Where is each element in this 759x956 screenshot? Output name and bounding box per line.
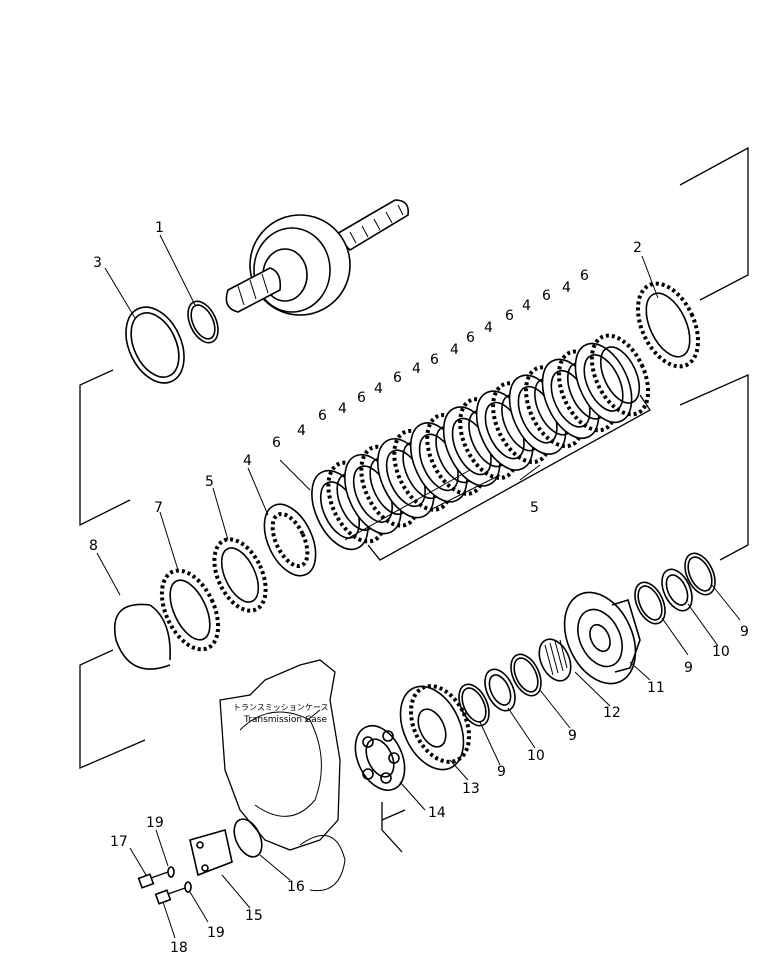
label-part-4: 4 [562,280,571,296]
label-part-6: 6 [318,408,327,424]
label-part-9: 9 [684,660,693,676]
label-part-4: 4 [338,401,347,417]
label-part-11: 11 [647,680,665,696]
part-17-bolt [137,871,169,889]
label-part-16: 16 [287,879,305,895]
label-part-9: 9 [497,764,506,780]
part-4-disc [263,503,317,577]
part-19-washers [167,866,192,893]
part-2-end-plate [635,281,701,369]
label-part-6: 6 [580,268,589,284]
label-part-4: 4 [374,381,383,397]
label-part-5: 5 [205,474,214,490]
part-3-snap-ring [125,306,185,384]
label-part-17: 17 [110,834,128,850]
label-part-6: 6 [272,435,281,451]
part-18-bolt [154,887,186,905]
label-part-3: 3 [93,255,102,271]
clutch-disc-stack [311,333,651,551]
label-part-4: 4 [412,361,421,377]
label-part-2: 2 [633,240,642,256]
label-part-1: 1 [155,220,164,236]
label-part-4: 4 [522,298,531,314]
label-part-19: 19 [146,815,164,831]
part-10-washer-top [661,568,693,612]
label-part-9: 9 [740,624,749,640]
label-part-18: 18 [170,940,188,956]
part-16-o-ring [233,818,263,858]
part-15-cover-plate [189,828,233,877]
part-5-plate [212,537,268,613]
part-9-ring-low [510,653,542,697]
clutch-disc [589,333,651,417]
part-13-gear [399,684,472,771]
part-9-ring-mid [634,581,666,625]
part-12-needle-bearing [538,638,572,682]
label-part-12: 12 [603,705,621,721]
transmission-case-outline [219,659,346,892]
label-part-7: 7 [154,500,163,516]
label-part-4: 4 [297,423,306,439]
label-part-13: 13 [462,781,480,797]
label-part-6: 6 [466,330,475,346]
part-8-snap-ring [114,603,171,670]
case-label-japanese: トランスミッションケース [233,703,328,712]
clutch-disc [574,342,633,424]
label-part-9: 9 [568,728,577,744]
label-part-6: 6 [393,370,402,386]
label-part-10: 10 [527,748,545,764]
transmission-case-label: トランスミッションケース Transmission Case [233,703,328,725]
label-part-19: 19 [207,925,225,941]
label-part-8: 8 [89,538,98,554]
leader-lines [79,146,749,939]
label-part-14: 14 [428,805,446,821]
label-part-10: 10 [712,644,730,660]
label-part-6: 6 [505,308,514,324]
label-part-4: 4 [243,453,252,469]
part-9-ring-top [684,552,716,596]
part-14-bearing [354,725,406,791]
label-part-4: 4 [484,320,493,336]
label-part-15: 15 [245,908,263,924]
clutch-disc-bore [599,346,641,404]
part-1-ring [187,300,219,344]
part-7-end-plate [159,568,221,652]
clutch-shaft-drawing [225,199,410,316]
part-11-gear [563,591,641,685]
label-part-4: 4 [450,342,459,358]
label-part-6: 6 [357,390,366,406]
case-label-english: Transmission Case [243,715,327,725]
label-part-5: 5 [530,500,539,516]
label-part-6: 6 [542,288,551,304]
callout-labels: 1 3 2 6 4 6 4 6 4 6 4 6 4 6 4 6 4 6 4 6 … [89,220,749,956]
label-part-6: 6 [430,352,439,368]
